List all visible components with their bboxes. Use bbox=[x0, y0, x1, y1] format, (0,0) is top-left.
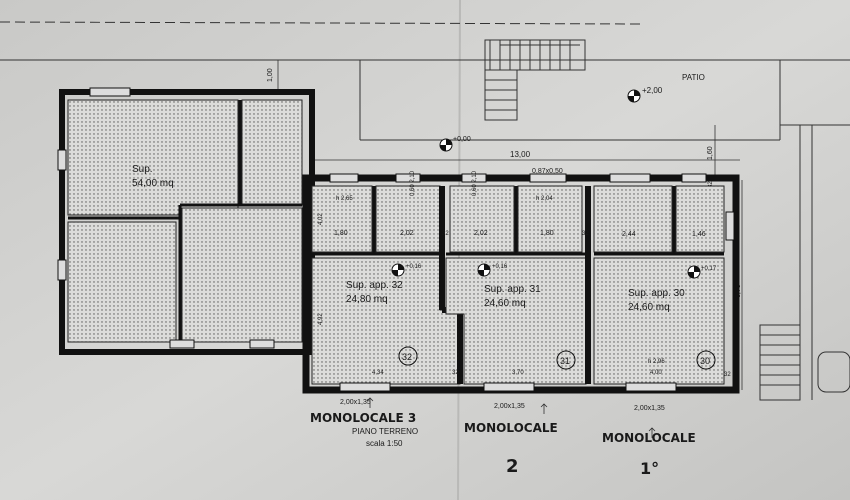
unit-31-wall: 32 bbox=[582, 231, 589, 237]
level-patio: +2,00 bbox=[642, 86, 663, 95]
unit-32-level: +0,16 bbox=[406, 264, 422, 270]
dim-window-small: 0,87x0,50 bbox=[532, 168, 563, 175]
scale-label: scala 1:50 bbox=[366, 439, 403, 448]
unit-30-level: +0,17 bbox=[701, 266, 717, 272]
unit-31-number: 31 bbox=[560, 356, 570, 366]
door-arrows bbox=[366, 397, 656, 438]
dim-setback: 1,00 bbox=[267, 68, 274, 82]
door-label-31: 2,00x1,35 bbox=[494, 403, 525, 410]
unit-32-bottom-dim: 4,34 bbox=[372, 370, 384, 376]
unit-32 bbox=[311, 173, 463, 392]
handwritten-number-1: 1° bbox=[640, 459, 659, 478]
handwritten-number-2: 2 bbox=[506, 456, 519, 477]
unit-32-depth-b: 4,92 bbox=[318, 313, 324, 325]
handwritten-monolocale-3: MONOLOCALE 3 bbox=[310, 411, 416, 425]
dim-side-depth: 1,60 bbox=[707, 146, 714, 160]
property-line bbox=[0, 21, 641, 25]
unit-30-number: 30 bbox=[700, 356, 710, 366]
unit-32-level-marker bbox=[391, 263, 405, 277]
unit-32-area-line2: 24,80 mq bbox=[346, 294, 388, 305]
unit-30-h: h 2,96 bbox=[648, 359, 665, 365]
dim-wall-bottom: 32 bbox=[724, 372, 731, 378]
unit-32-depth-a: 4,02 bbox=[318, 213, 324, 225]
level-marker-ground bbox=[439, 138, 453, 152]
dim-wall-top: 32 bbox=[708, 181, 714, 188]
left-building bbox=[57, 87, 315, 355]
unit-32-area-line1: Sup. app. 32 bbox=[346, 280, 403, 291]
unit-30-area-line1: Sup. app. 30 bbox=[628, 288, 685, 299]
left-area-line2: 54,00 mq bbox=[132, 178, 174, 189]
door-label-30: 2,00x1,35 bbox=[634, 405, 665, 412]
unit-32-wall: 32 bbox=[442, 231, 449, 237]
unit-31 bbox=[445, 173, 591, 392]
unit-30-bottom-dim: 4,00 bbox=[650, 370, 662, 376]
unit-32-number: 32 bbox=[402, 352, 412, 362]
unit-31-level-marker bbox=[477, 263, 491, 277]
planter-right bbox=[817, 351, 850, 393]
unit-32-room-b-dim: 2,02 bbox=[400, 230, 414, 237]
unit-30 bbox=[593, 173, 735, 392]
level-ground: +0,00 bbox=[453, 136, 471, 143]
level-marker-patio bbox=[627, 89, 641, 103]
unit-32-room-b-h: 0,60 2,10 bbox=[410, 170, 416, 196]
door-label-32: 2,00x1,35 bbox=[340, 399, 371, 406]
left-area-line1: Sup. bbox=[132, 164, 153, 175]
unit-32-bottom-wall: 32 bbox=[452, 370, 459, 376]
unit-31-room-b-h: h 2,04 bbox=[536, 196, 553, 202]
unit-32-room-a-h: h 2,65 bbox=[336, 196, 353, 202]
unit-30-area-line2: 24,60 mq bbox=[628, 302, 670, 313]
unit-31-bottom-dim: 3,70 bbox=[512, 370, 524, 376]
unit-31-area-line1: Sup. app. 31 bbox=[484, 284, 541, 295]
piano-terreno: PIANO TERRENO bbox=[352, 427, 418, 436]
unit-31-room-b-dim: 1,80 bbox=[540, 230, 554, 237]
unit-31-room-a-h: 0,60 2,10 bbox=[472, 170, 478, 196]
stairs-right bbox=[759, 324, 801, 401]
unit-31-level: +0,16 bbox=[492, 264, 508, 270]
handwritten-monolocale-1: MONOLOCALE bbox=[602, 431, 696, 445]
unit-32-room-a-dim: 1,80 bbox=[334, 230, 348, 237]
patio-label: PATIO bbox=[682, 73, 705, 82]
unit-30-room-b-dim: 1,46 bbox=[692, 231, 706, 238]
unit-31-room-a-dim: 2,02 bbox=[474, 230, 488, 237]
handwritten-monolocale-2: MONOLOCALE bbox=[464, 421, 558, 435]
stairs-top bbox=[484, 39, 586, 121]
unit-30-room-a-dim: 2,44 bbox=[622, 231, 636, 238]
unit-31-area-line2: 24,60 mq bbox=[484, 298, 526, 309]
dim-total-width: 13,00 bbox=[510, 150, 531, 159]
unit-30-level-marker bbox=[687, 265, 701, 279]
